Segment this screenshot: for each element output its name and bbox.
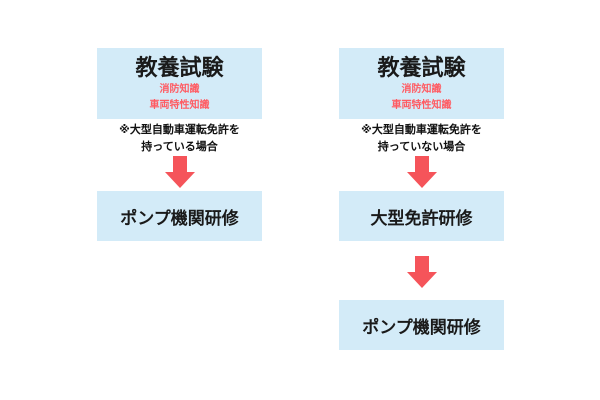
- exam-box: 教養試験 消防知識 車両特性知識: [97, 48, 262, 119]
- down-arrow-icon: [407, 256, 437, 288]
- stage-box: ポンプ機関研修: [339, 300, 504, 350]
- subject: 消防知識: [159, 84, 200, 95]
- down-arrow-icon: [407, 156, 437, 188]
- note-line: ※大型自動車運転免許を: [119, 123, 240, 136]
- subject: 車両特性知識: [391, 100, 452, 111]
- subject: 消防知識: [401, 84, 442, 95]
- exam-box: 教養試験 消防知識 車両特性知識: [339, 48, 504, 119]
- down-arrow-icon: [165, 156, 195, 188]
- flow-without-license: 教養試験 消防知識 車両特性知識 ※大型自動車運転免許を 持っていない場合 大型…: [339, 0, 504, 400]
- note-line: 持っていない場合: [377, 140, 466, 153]
- note-line: ※大型自動車運転免許を: [361, 123, 482, 136]
- exam-title: 教養試験: [377, 56, 466, 81]
- condition-note: ※大型自動車運転免許を 持っている場合: [97, 121, 262, 155]
- exam-title: 教養試験: [135, 56, 224, 81]
- subject: 車両特性知識: [149, 100, 210, 111]
- stage-box: 大型免許研修: [339, 191, 504, 241]
- flow-with-license: 教養試験 消防知識 車両特性知識 ※大型自動車運転免許を 持っている場合 ポンプ…: [97, 0, 262, 400]
- stage-box: ポンプ機関研修: [97, 191, 262, 241]
- condition-note: ※大型自動車運転免許を 持っていない場合: [339, 121, 504, 155]
- note-line: 持っている場合: [141, 140, 218, 153]
